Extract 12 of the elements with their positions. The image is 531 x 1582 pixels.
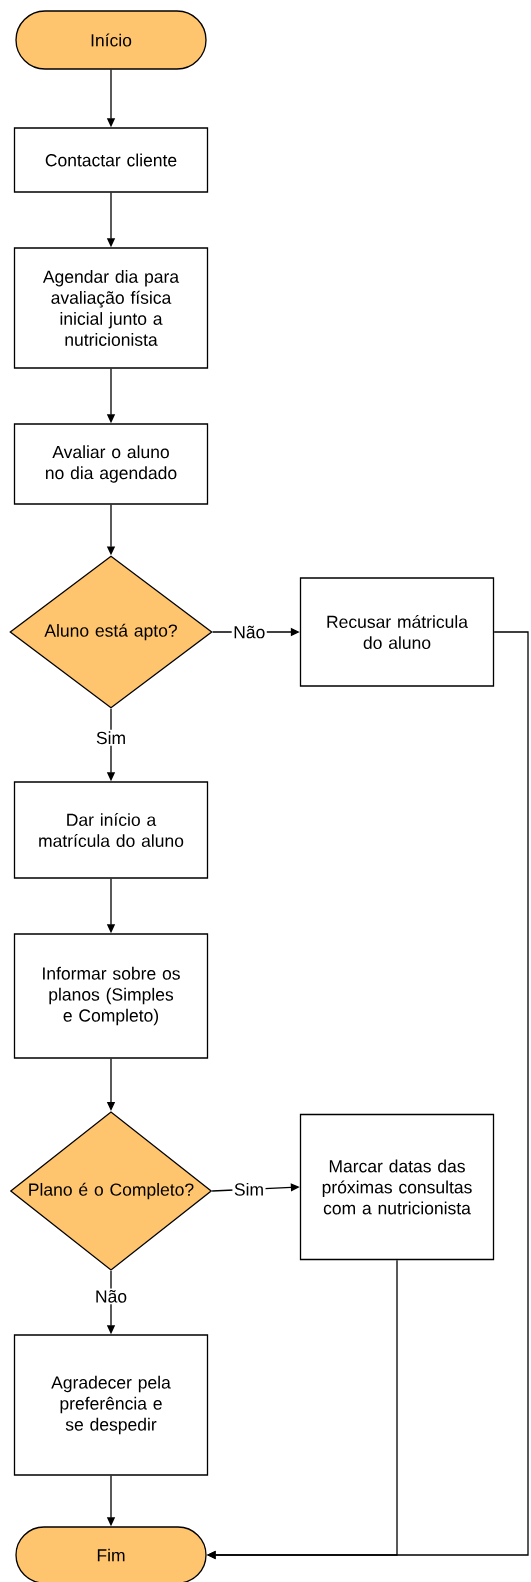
process-box: Agendar dia para avaliação física inicial junto a nutricionista <box>13 247 209 369</box>
process-box: Avaliar o aluno no dia agendado <box>13 423 209 505</box>
process-box: Contactar cliente <box>13 127 209 193</box>
process-box: Marcar datas das próximas consultas com a nutricionista <box>299 1113 495 1261</box>
process-box: Recusar mátricula do aluno <box>299 577 495 687</box>
process-box: Agradecer pela preferência e se despedir <box>13 1334 209 1476</box>
edge-label: Sim <box>232 1181 266 1198</box>
edge-label: Não <box>93 1288 129 1305</box>
edge-label: Não <box>231 624 267 640</box>
process-box: Dar início a matrícula do aluno <box>13 781 209 879</box>
edge-label: Sim <box>94 729 128 746</box>
process-box: Informar sobre os planos (Simples e Completo) <box>13 933 209 1059</box>
